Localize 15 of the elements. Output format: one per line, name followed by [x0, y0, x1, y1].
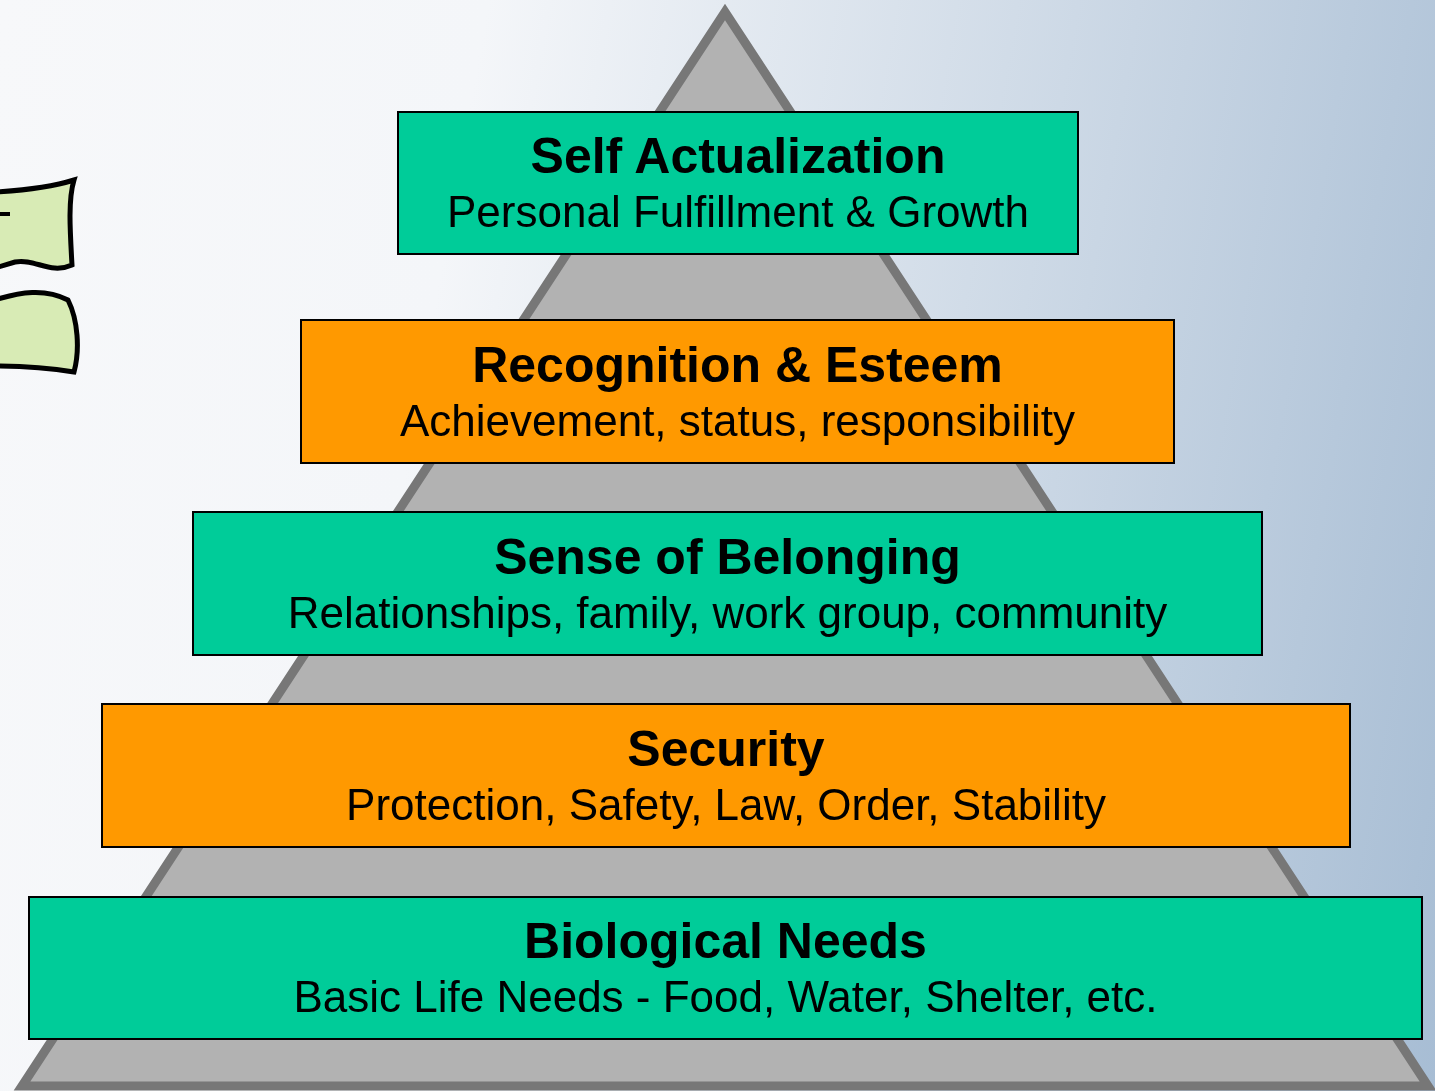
tier-description: Personal Fulfillment & Growth — [447, 188, 1029, 237]
tier-box — [300, 319, 1175, 464]
tier-box — [28, 896, 1423, 1040]
tier-description: Basic Life Needs - Food, Water, Shelter, etc. — [293, 973, 1158, 1022]
tier-description: Relationships, family, work group, community — [287, 588, 1168, 638]
tier-title: Sense of Belonging — [494, 529, 961, 585]
tier-description: Achievement, status, responsibility — [400, 396, 1075, 446]
tier-box — [101, 703, 1351, 848]
tier-title: Self Actualization — [530, 129, 946, 185]
tier-title: Biological Needs — [524, 914, 927, 970]
tier-title: Recognition & Esteem — [472, 337, 1003, 393]
tier-description: Protection, Safety, Law, Order, Stability — [346, 780, 1106, 830]
tier-title: Security — [627, 721, 825, 777]
tier-box — [397, 111, 1079, 255]
tier-box — [192, 511, 1263, 656]
